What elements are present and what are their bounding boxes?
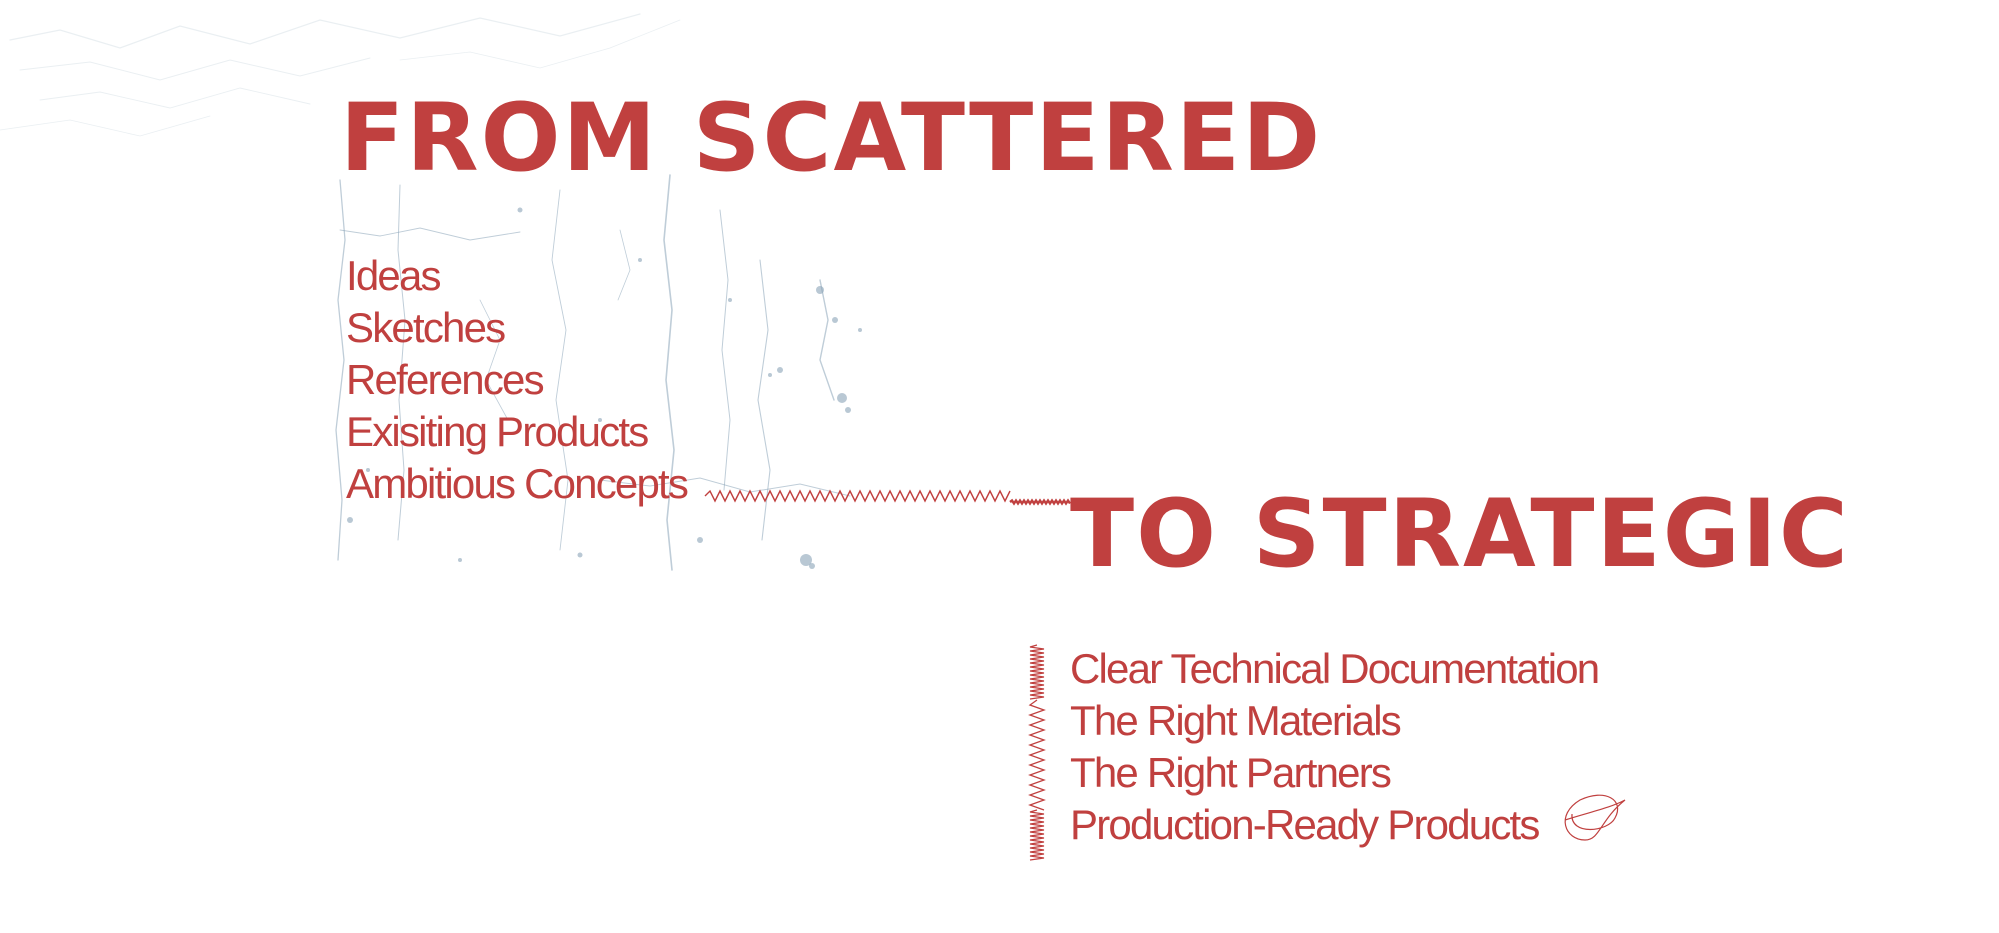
to-heading: TO STRATEGIC bbox=[1070, 480, 1850, 589]
zigzag-connector bbox=[704, 489, 1011, 503]
to-list: Clear Technical Documentation The Right … bbox=[1070, 643, 1600, 851]
from-list: Ideas Sketches References Exisiting Prod… bbox=[346, 250, 689, 510]
list-item: Sketches bbox=[346, 304, 506, 351]
list-item: The Right Partners bbox=[1070, 749, 1392, 796]
vertical-spring bbox=[1028, 644, 1046, 861]
list-item: Ambitious Concepts bbox=[346, 460, 689, 507]
list-item: Ideas bbox=[346, 252, 442, 299]
list-item: The Right Materials bbox=[1070, 697, 1402, 744]
list-item: Production-Ready Products bbox=[1070, 801, 1540, 848]
from-heading: FROM SCATTERED bbox=[340, 84, 1323, 193]
list-item: References bbox=[346, 356, 545, 403]
list-item: Clear Technical Documentation bbox=[1070, 645, 1600, 692]
zigzag-connector-dense bbox=[1009, 498, 1071, 506]
list-item: Exisiting Products bbox=[346, 408, 649, 455]
